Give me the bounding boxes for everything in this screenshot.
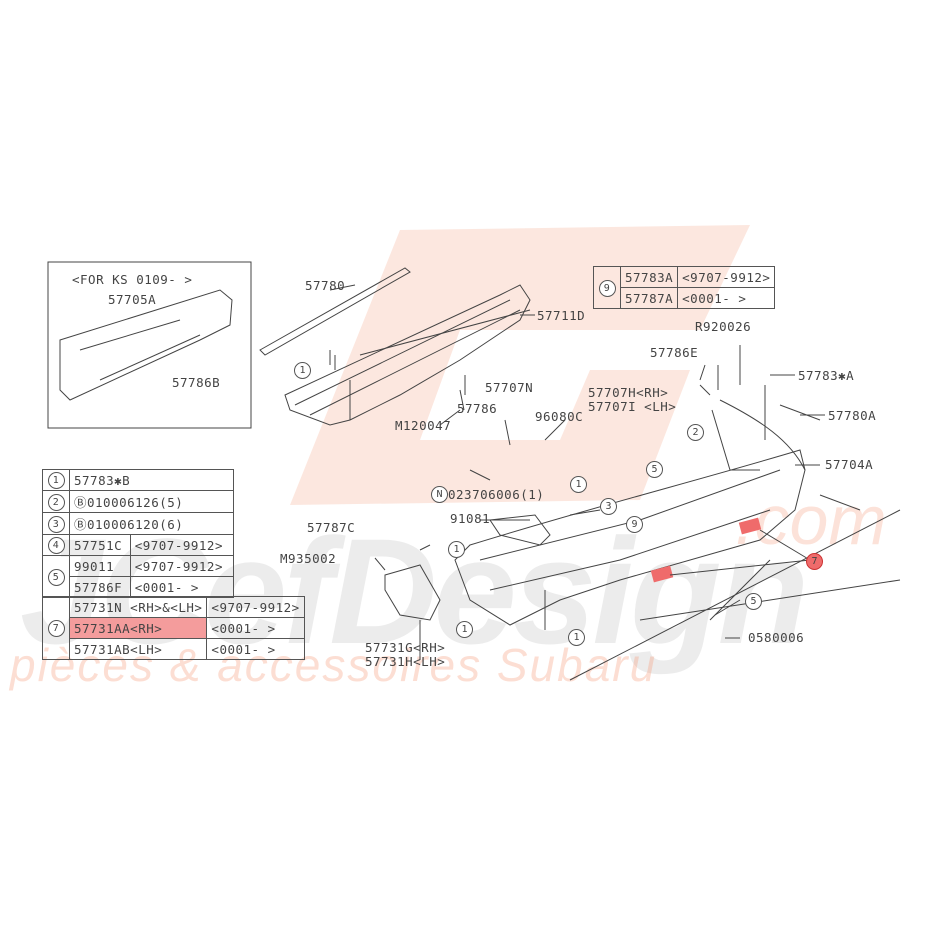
- callout-5: 5: [646, 461, 663, 478]
- callout-7: 7: [806, 553, 823, 570]
- beam-57711d: [284, 284, 531, 426]
- inset-part-57705a: [59, 289, 233, 401]
- date-range: <0001- >: [129, 576, 235, 598]
- callout-3: 3: [600, 498, 617, 515]
- table-row: 57731AB<LH> <0001- >: [43, 638, 305, 660]
- date-range: <0001- >: [206, 617, 305, 639]
- part-number: 57731AB<LH>: [68, 638, 208, 660]
- label-57780a: 57780A: [828, 408, 877, 423]
- part-number: Ⓑ010006120(6): [69, 512, 234, 535]
- label-57787c: 57787C: [307, 520, 356, 535]
- label-57704a: 57704A: [825, 457, 874, 472]
- bracket-57731g: [384, 564, 441, 621]
- part-number: 57751C: [69, 534, 131, 556]
- label-57731h: 57731H<LH>: [365, 654, 446, 669]
- callout-2: 2: [687, 424, 704, 441]
- inset-note: <FOR KS 0109- >: [72, 272, 193, 287]
- table-row: 57787A <0001- >: [594, 287, 776, 309]
- watermark-domain: .com: [735, 481, 887, 559]
- part-number: 57783A: [619, 266, 679, 288]
- label-57707n: 57707N: [485, 380, 534, 395]
- callout-1: 1: [294, 362, 311, 379]
- inset-frame: [47, 261, 252, 429]
- label-57780: 57780: [305, 278, 346, 293]
- table-9: 9 57783A <9707-9912> 57787A <0001- >: [593, 266, 776, 309]
- callout-4: 4: [47, 537, 65, 554]
- table-row: 57786F<0001- >: [43, 576, 235, 598]
- callout-1: 1: [568, 629, 585, 646]
- label-57783a: 57783✱A: [798, 368, 855, 383]
- table-row: 9 57783A <9707-9912>: [593, 266, 776, 309]
- date-range: <9707-9912>: [129, 555, 235, 577]
- date-range: <0001- >: [677, 287, 776, 309]
- part-number: 57731N <RH>&<LH>: [68, 596, 208, 618]
- table-row-highlighted: 57731AA<RH> <0001- >: [43, 617, 305, 639]
- callout-1: 1: [456, 621, 473, 638]
- table-row: 7 57731N <RH>&<LH> <9707-9912>: [42, 596, 305, 660]
- bumper-cover-57704a: [454, 449, 806, 626]
- reflector-rh: [738, 517, 762, 535]
- label-57705a: 57705A: [108, 292, 157, 307]
- label-m935002: M935002: [280, 551, 337, 566]
- table-7: 7 57731N <RH>&<LH> <9707-9912> 57731AA<R…: [42, 596, 305, 660]
- label-r920026: R920026: [695, 319, 752, 334]
- label-m120047: M120047: [395, 418, 452, 433]
- part-number: 57786F: [69, 576, 131, 598]
- reflector-lh: [650, 565, 674, 583]
- label-023706006: 023706006(1): [448, 487, 545, 502]
- callout-1: 1: [47, 472, 65, 489]
- label-57731g: 57731G<RH>: [365, 640, 446, 655]
- part-number: Ⓑ010006126(5): [69, 490, 234, 513]
- callout-n: N: [431, 486, 448, 503]
- part-number: 57731AA<RH>: [68, 617, 208, 639]
- label-96080c: 96080C: [535, 409, 584, 424]
- label-57707i: 57707I <LH>: [588, 399, 677, 414]
- callout-9: 9: [626, 516, 643, 533]
- date-range: <9707-9912>: [677, 266, 776, 288]
- label-57786e: 57786E: [650, 345, 699, 360]
- callout-2: 2: [47, 493, 65, 511]
- part-number: 57787A: [619, 287, 679, 309]
- bracket-91081: [489, 514, 551, 546]
- label-57711d: 57711D: [537, 308, 586, 323]
- label-57786b: 57786B: [172, 375, 221, 390]
- callout-3: 3: [47, 515, 65, 533]
- part-number: 99011: [69, 555, 131, 577]
- callout-1: 1: [570, 476, 587, 493]
- callout-7: 7: [47, 620, 65, 637]
- label-57707h: 57707H<RH>: [588, 385, 669, 400]
- callout-1: 1: [448, 541, 465, 558]
- date-range: <9707-9912>: [129, 534, 235, 556]
- label-57786: 57786: [457, 401, 498, 416]
- callout-5: 5: [745, 593, 762, 610]
- callout-5: 5: [47, 568, 65, 586]
- label-0580006: 0580006: [748, 630, 805, 645]
- strip-57780: [259, 267, 411, 356]
- date-range: <0001- >: [206, 638, 305, 660]
- callout-9: 9: [598, 279, 616, 297]
- part-number: 57783✱B: [69, 469, 234, 491]
- date-range: <9707-9912>: [206, 596, 305, 618]
- label-91081: 91081: [450, 511, 491, 526]
